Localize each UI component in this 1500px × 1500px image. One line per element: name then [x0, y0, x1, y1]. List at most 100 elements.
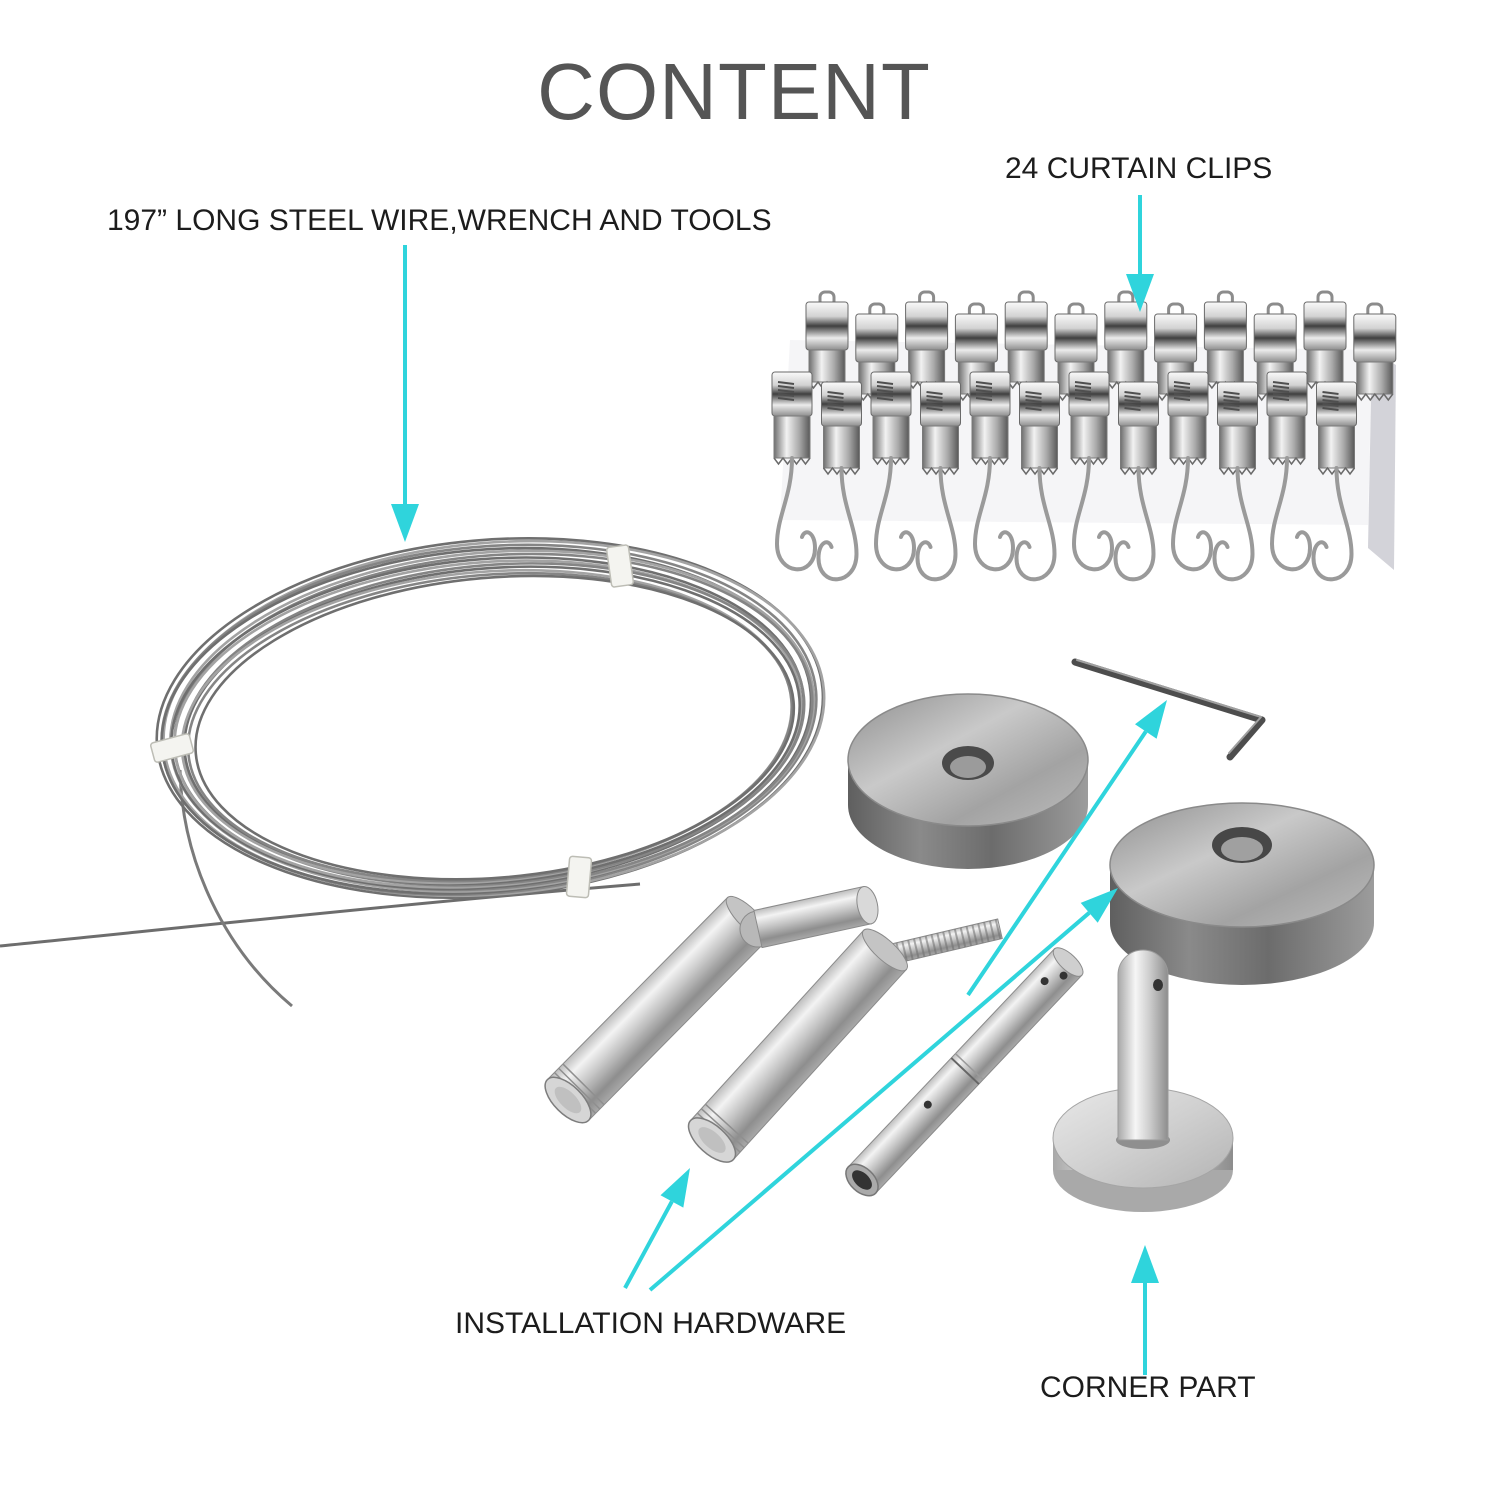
clip-jaw: [1353, 313, 1397, 363]
arrow-head: [660, 1168, 690, 1208]
curtain-clip: [1203, 290, 1247, 390]
wire-coil-turn: [194, 574, 796, 881]
clip-spring-coil: [876, 389, 894, 393]
curtain-clip: [1004, 290, 1048, 390]
clip-jaw: [1004, 301, 1048, 351]
barrel-thread: [562, 1063, 605, 1106]
clip-spring-coil: [1025, 403, 1042, 407]
clip-spring-coil: [1322, 399, 1339, 403]
clip-spring-coil: [827, 403, 844, 407]
clip-spring-coil: [827, 407, 844, 411]
clip-spring-coil: [777, 389, 795, 393]
arrow-curtain-clips: [1126, 195, 1154, 312]
clip-grip: [908, 349, 946, 383]
clip-spring-coil: [1173, 397, 1191, 401]
clip-hook: [774, 456, 818, 572]
clip-hook: [1269, 456, 1313, 572]
clip-spring-coil: [1173, 389, 1191, 393]
clip-spring-coil: [926, 395, 943, 399]
clip-grip: [1219, 425, 1256, 469]
clip-spring-coil: [1025, 391, 1042, 395]
clip-spring-coil: [1124, 391, 1141, 395]
clips-bottom-row: [771, 371, 1357, 582]
disc-hole-thread: [1221, 837, 1263, 861]
clip-hook: [1071, 456, 1115, 572]
corner-pin: [1117, 949, 1169, 1141]
clip-spring-coil: [827, 395, 844, 399]
clip-spring-coil: [926, 399, 943, 403]
clip-spring-coil: [1272, 381, 1290, 385]
clip-grip: [823, 425, 860, 469]
clip-grip: [971, 415, 1009, 459]
clip-card-side: [1368, 350, 1396, 570]
curtain-clip: [1303, 290, 1347, 390]
zip-tie: [605, 544, 635, 588]
barrel-thread: [704, 1103, 749, 1144]
clip-spring-coil: [975, 385, 993, 389]
clip-spring-coil: [827, 391, 844, 395]
clip-teeth: [1356, 392, 1394, 402]
clip-spring-coil: [1074, 393, 1092, 397]
curtain-clip-with-hook: [816, 381, 862, 582]
connector-top-end: [1052, 947, 1084, 977]
label-steel-wire: 197” LONG STEEL WIRE,WRENCH AND TOOLS: [107, 204, 772, 237]
corner-part: [1052, 949, 1234, 1212]
curtain-clip-with-hook: [1266, 371, 1313, 572]
clip-spring-coil: [1223, 403, 1240, 407]
tensioner-barrel: [544, 895, 771, 1124]
arrow-wrench: [966, 700, 1167, 997]
wrench-body: [1071, 658, 1266, 761]
clip-spring-coil: [1025, 399, 1042, 403]
arrow-steel-wire: [391, 245, 419, 542]
clip-jaw: [1303, 301, 1347, 351]
arrow-head: [1135, 700, 1167, 739]
clip-spring-coil: [1272, 397, 1290, 401]
clip-spring-coil: [1322, 395, 1339, 399]
clip-grip: [1070, 415, 1108, 459]
connector-joint: [950, 1057, 980, 1085]
clip-spring-coil: [1074, 381, 1092, 385]
barrel-top-end: [861, 928, 908, 972]
clip-spring-coil: [975, 397, 993, 401]
clip-grip: [1107, 349, 1145, 383]
clip-grip: [1021, 425, 1058, 469]
clip-spring-coil: [1025, 395, 1042, 399]
clip-jaw: [855, 313, 899, 363]
clip-spring-coil: [1124, 403, 1141, 407]
clip-spring-coil: [777, 397, 795, 401]
clip-jaw: [1054, 313, 1098, 363]
clip-spring-coil: [1173, 393, 1191, 397]
clip-grip: [1206, 349, 1244, 383]
curtain-clip: [1353, 302, 1397, 402]
corner-pin-hole: [1153, 979, 1163, 991]
clip-spring-coil: [1223, 391, 1240, 395]
clip-spring-coil: [1272, 389, 1290, 393]
clip-spring-coil: [926, 407, 943, 411]
curtain-clip-with-hook: [870, 371, 917, 572]
arrow-head: [1080, 888, 1118, 923]
clip-jaw: [1203, 301, 1247, 351]
clip-grip: [872, 415, 910, 459]
curtain-clip-with-hook: [1311, 381, 1357, 582]
clip-grip: [1169, 415, 1207, 459]
clip-grip: [1318, 425, 1355, 469]
clip-hook: [1311, 466, 1354, 582]
arrow-wall-disc: [648, 888, 1118, 1292]
curtain-clip: [805, 290, 849, 390]
steel-wire-coil: [0, 537, 826, 1008]
curtain-clip-with-hook: [771, 371, 818, 572]
clip-jaw: [1253, 313, 1297, 363]
curtain-clip-with-hook: [1014, 381, 1060, 582]
clip-spring-coil: [1124, 407, 1141, 411]
arrow-corner-part: [1131, 1245, 1159, 1375]
clip-spring-coil: [1272, 393, 1290, 397]
clip-spring-coil: [777, 381, 795, 385]
clip-spring-coil: [1025, 407, 1042, 411]
clip-hook: [816, 466, 859, 582]
label-installation-hardware: INSTALLATION HARDWARE: [455, 1307, 846, 1340]
zip-tie: [565, 855, 593, 899]
clips-top-row: [805, 290, 1397, 402]
clip-hook: [1212, 466, 1255, 582]
clip-spring-coil: [1074, 385, 1092, 389]
